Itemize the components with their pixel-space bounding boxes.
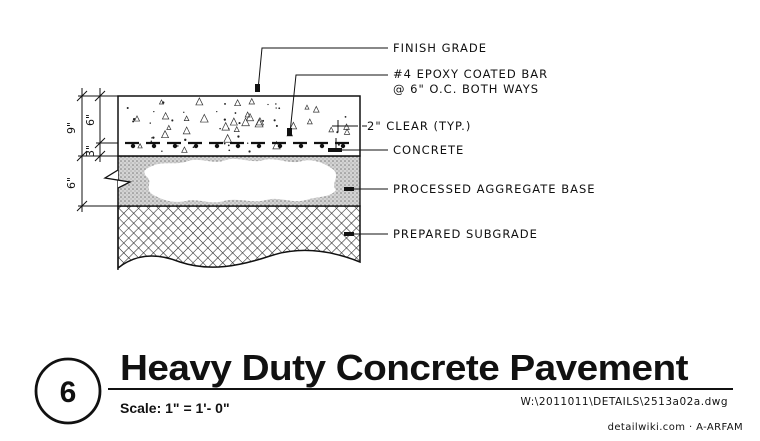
dim-total-concrete: 9" bbox=[65, 122, 78, 134]
callout-subgrade: PREPARED SUBGRADE bbox=[393, 227, 538, 241]
credit-text: detailwiki.com · A-ARFAM bbox=[608, 422, 743, 433]
callout-aggregate: PROCESSED AGGREGATE BASE bbox=[393, 182, 596, 196]
aggregate-base-layer bbox=[117, 155, 361, 207]
dim-top-cover: 6" bbox=[84, 114, 97, 126]
callout-rebar-line1: #4 EPOXY COATED BAR bbox=[393, 67, 548, 81]
dim-base: 6" bbox=[65, 177, 78, 189]
detail-scale: Scale: 1" = 1'- 0" bbox=[120, 400, 230, 416]
callout-rebar-line2: @ 6" O.C. BOTH WAYS bbox=[393, 82, 539, 96]
break-line bbox=[103, 156, 133, 270]
dim-bottom-cover: 3" bbox=[84, 145, 97, 157]
file-path: W:\2011011\DETAILS\2513a02a.dwg bbox=[521, 396, 729, 408]
leader-ticks bbox=[255, 84, 354, 236]
aggregate-void-shape bbox=[144, 158, 336, 203]
callout-finish-grade: FINISH GRADE bbox=[393, 41, 487, 55]
callout-concrete: CONCRETE bbox=[393, 143, 464, 157]
callout-clear: 2" CLEAR (TYP.) bbox=[367, 119, 471, 133]
dimension-lines bbox=[76, 88, 118, 212]
detail-number: 6 bbox=[60, 376, 77, 409]
rebar-line bbox=[125, 141, 352, 149]
subgrade-layer bbox=[117, 205, 361, 270]
detail-number-bubble: 6 bbox=[34, 357, 102, 425]
leader-lines bbox=[257, 47, 388, 235]
detail-title: Heavy Duty Concrete Pavement bbox=[120, 347, 689, 388]
